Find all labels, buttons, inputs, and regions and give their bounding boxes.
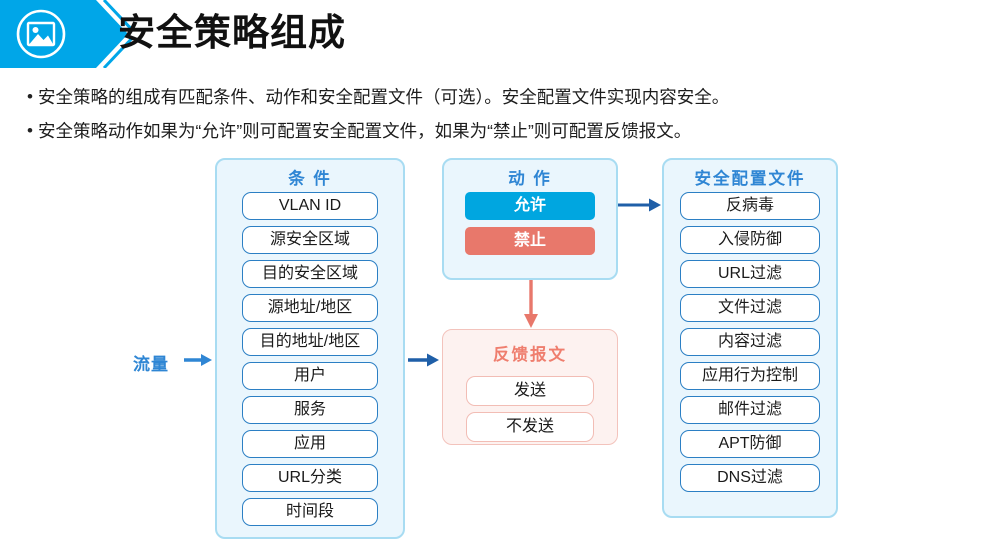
spacer (443, 368, 617, 376)
list-item: • 安全策略的组成有匹配条件、动作和安全配置文件（可选）。安全配置文件实现内容安… (22, 82, 982, 116)
feedback-item-send[interactable]: 发送 (466, 376, 594, 406)
policy-flow-diagram: 流量 条 件 VLAN ID 源安全区域 目的安全区域 源地址/地区 目的地址/… (0, 150, 1004, 539)
security-profile-panel-title: 安全配置文件 (694, 170, 806, 188)
action-to-feedback-arrow-icon (524, 276, 538, 328)
condition-item-time-range[interactable]: 时间段 (242, 498, 378, 526)
traffic-to-condition-arrow-icon (184, 354, 212, 366)
condition-panel: 条 件 VLAN ID 源安全区域 目的安全区域 源地址/地区 目的地址/地区 … (215, 158, 405, 539)
page-header: 安全策略组成 (0, 0, 1004, 68)
image-photo-icon (14, 7, 68, 61)
condition-item-url-category[interactable]: URL分类 (242, 464, 378, 492)
condition-panel-title: 条 件 (288, 170, 332, 188)
page-title: 安全策略组成 (118, 12, 346, 53)
condition-item-destination-address[interactable]: 目的地址/地区 (242, 328, 378, 356)
condition-item-source-zone[interactable]: 源安全区域 (242, 226, 378, 254)
profile-item-content-filter[interactable]: 内容过滤 (680, 328, 820, 356)
condition-item-source-address[interactable]: 源地址/地区 (242, 294, 378, 322)
profile-item-antivirus[interactable]: 反病毒 (680, 192, 820, 220)
profile-item-url-filter[interactable]: URL过滤 (680, 260, 820, 288)
condition-item-user[interactable]: 用户 (242, 362, 378, 390)
profile-item-intrusion-prevention[interactable]: 入侵防御 (680, 226, 820, 254)
bullet-list: • 安全策略的组成有匹配条件、动作和安全配置文件（可选）。安全配置文件实现内容安… (22, 82, 982, 150)
action-to-profile-arrow-icon (618, 198, 661, 212)
condition-item-destination-zone[interactable]: 目的安全区域 (242, 260, 378, 288)
action-panel-title: 动 作 (508, 170, 552, 188)
bullet-marker-icon: • (27, 87, 33, 106)
profile-item-file-filter[interactable]: 文件过滤 (680, 294, 820, 322)
profile-item-mail-filter[interactable]: 邮件过滤 (680, 396, 820, 424)
feedback-panel: 反馈报文 发送 不发送 (442, 329, 618, 445)
profile-item-apt-defense[interactable]: APT防御 (680, 430, 820, 458)
profile-item-app-behavior-control[interactable]: 应用行为控制 (680, 362, 820, 390)
security-profile-panel: 安全配置文件 反病毒 入侵防御 URL过滤 文件过滤 内容过滤 应用行为控制 邮… (662, 158, 838, 518)
action-item-permit[interactable]: 允许 (465, 192, 595, 220)
feedback-panel-title: 反馈报文 (493, 346, 567, 364)
condition-to-action-arrow-icon (408, 353, 439, 367)
action-item-deny[interactable]: 禁止 (465, 227, 595, 255)
bullet-text: 安全策略的组成有匹配条件、动作和安全配置文件（可选）。安全配置文件实现内容安全。 (38, 87, 730, 107)
action-panel: 动 作 允许 禁止 (442, 158, 618, 280)
bullet-text: 安全策略动作如果为“允许”则可配置安全配置文件，如果为“禁止”则可配置反馈报文。 (38, 121, 692, 141)
list-item: • 安全策略动作如果为“允许”则可配置安全配置文件，如果为“禁止”则可配置反馈报… (22, 116, 982, 150)
bullet-marker-icon: • (27, 121, 33, 140)
condition-item-application[interactable]: 应用 (242, 430, 378, 458)
traffic-label: 流量 (133, 355, 169, 374)
condition-item-vlan-id[interactable]: VLAN ID (242, 192, 378, 220)
condition-item-service[interactable]: 服务 (242, 396, 378, 424)
profile-item-dns-filter[interactable]: DNS过滤 (680, 464, 820, 492)
feedback-item-no-send[interactable]: 不发送 (466, 412, 594, 442)
